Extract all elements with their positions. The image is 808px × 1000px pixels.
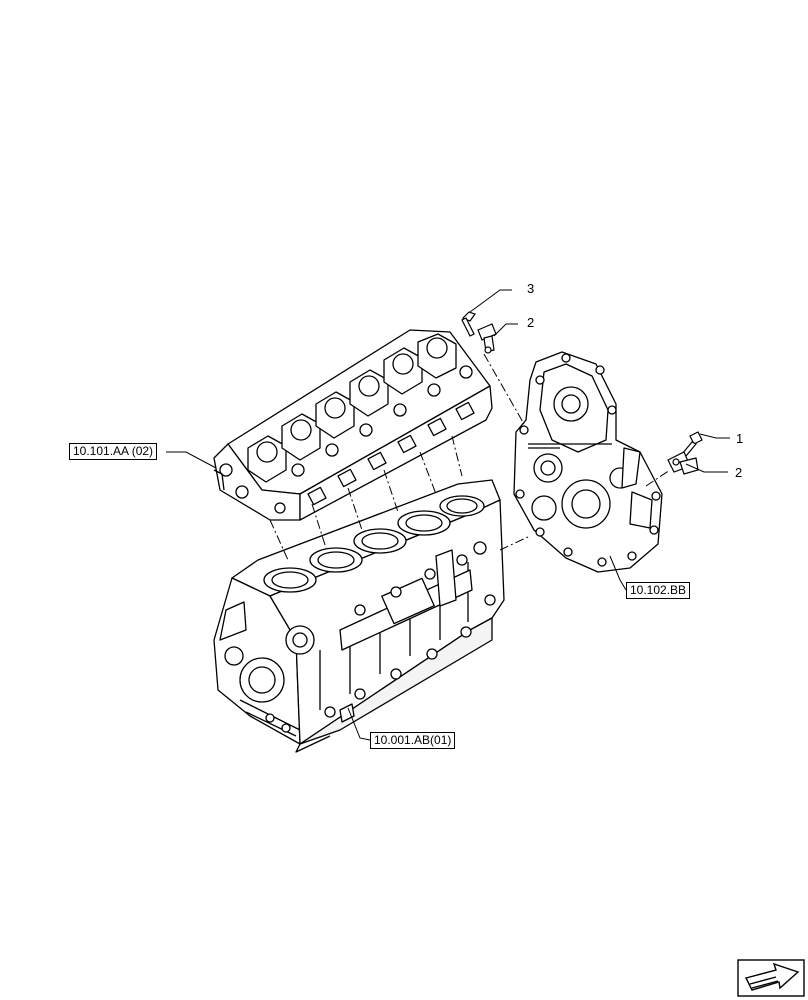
- engine-block: [213, 479, 505, 753]
- cylinder-head: [213, 329, 493, 521]
- flywheel-housing: [513, 351, 663, 573]
- assembly-lines: [269, 353, 671, 561]
- callout-2-top: 2: [527, 315, 535, 330]
- leader-lines: [166, 289, 730, 741]
- callout-1: 1: [736, 431, 744, 446]
- sensor-2-right-part: [667, 451, 699, 475]
- ref-cylinder-head[interactable]: 10.101.AA (02): [69, 443, 158, 460]
- ref-engine-block[interactable]: 10.001.AB(01): [370, 732, 456, 749]
- callout-3: 3: [527, 281, 535, 296]
- screw-1-part: [681, 431, 703, 457]
- screw-3-part: [461, 311, 476, 337]
- next-page-arrow-icon[interactable]: [737, 959, 805, 997]
- sensor-2-top-part: [477, 323, 497, 354]
- ref-flywheel-housing[interactable]: 10.102.BB: [626, 582, 691, 599]
- callout-2-right: 2: [735, 465, 743, 480]
